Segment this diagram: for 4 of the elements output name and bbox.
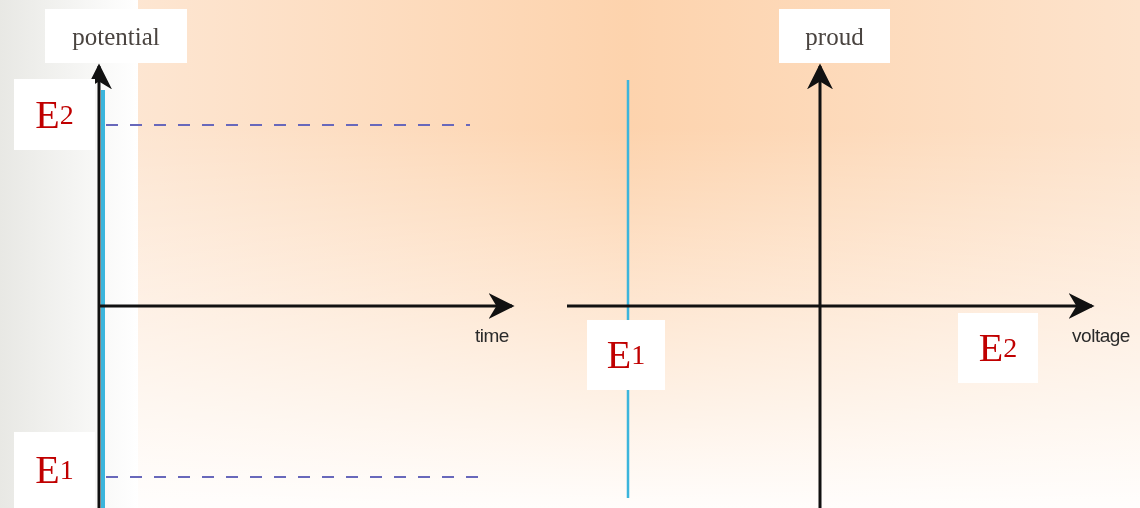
axis-label: voltage [1071,323,1131,348]
axis-label: time [474,323,510,348]
axis-title: potential [45,9,187,63]
axis-title: proud [779,9,890,63]
